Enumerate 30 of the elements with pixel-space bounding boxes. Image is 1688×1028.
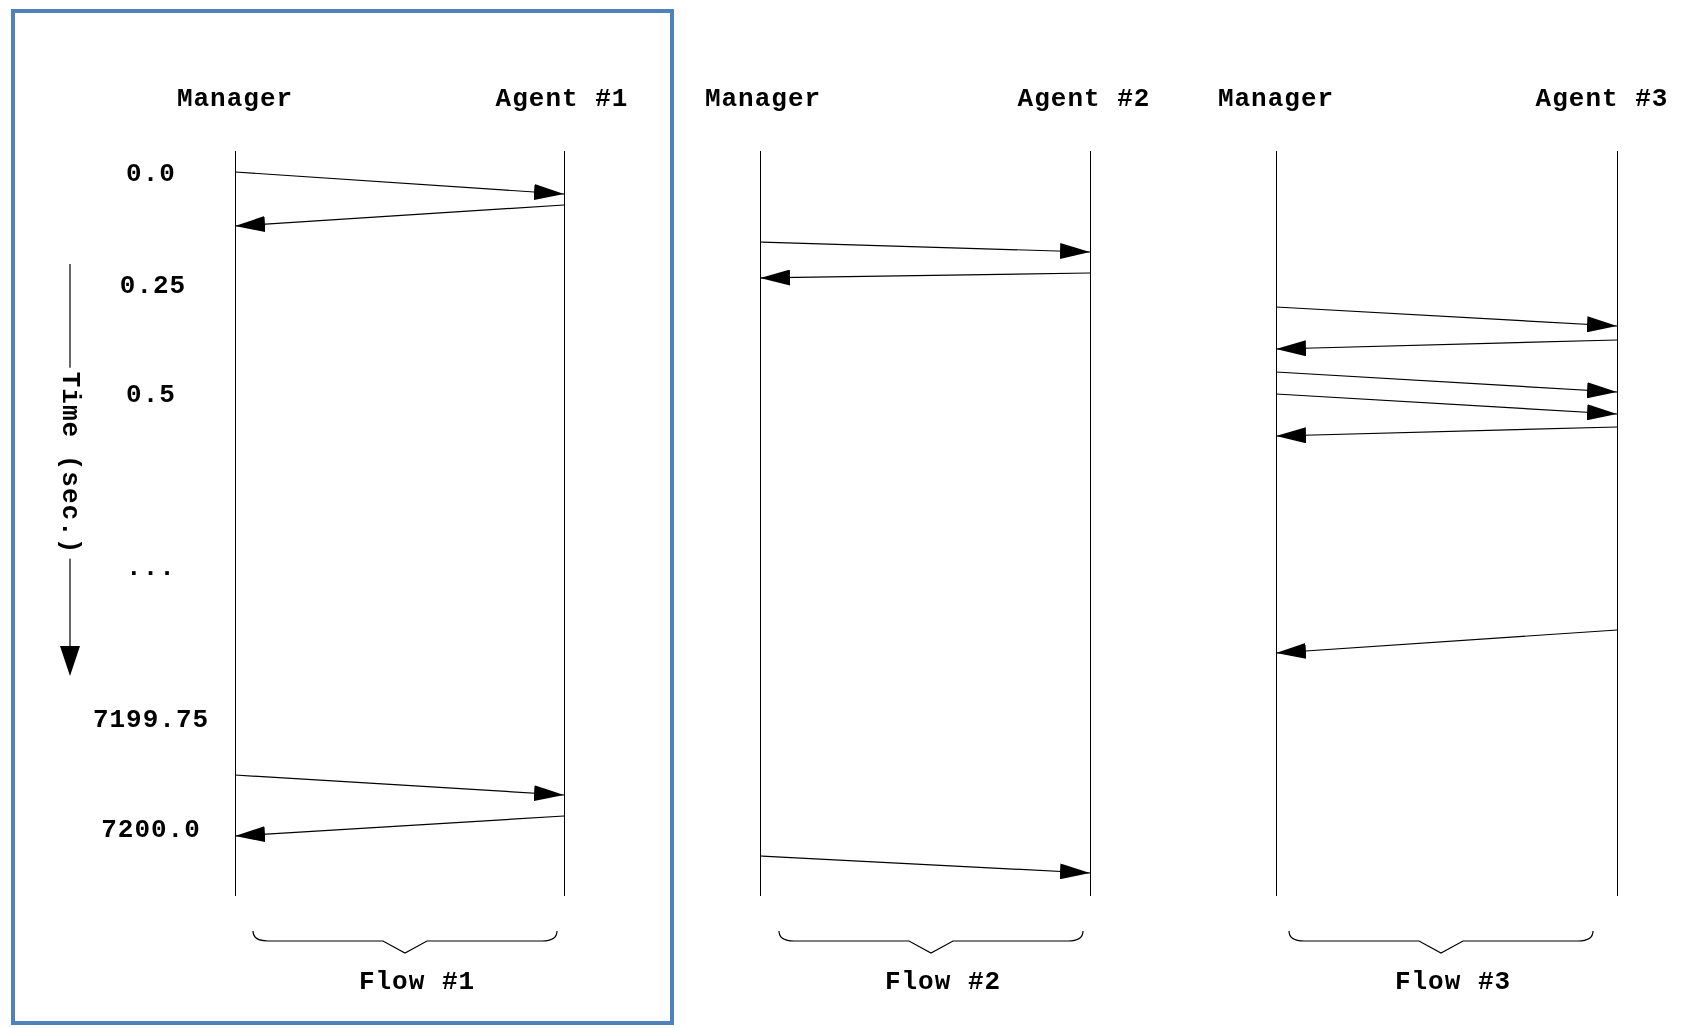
lifeline-heading: Agent #3: [1534, 84, 1670, 114]
message-arrow: [1275, 629, 1618, 659]
highlight-frame: [11, 9, 674, 1025]
message-arrow: [1275, 306, 1618, 333]
time-label: 0.25: [119, 271, 187, 301]
axis-label: Time (sec.): [55, 367, 85, 559]
message-arrow: [759, 241, 1091, 260]
time-label: 0.5: [126, 380, 176, 410]
flow-label: Flow #2: [884, 967, 1002, 997]
time-label: ...: [126, 553, 176, 583]
flow-label: Flow #1: [358, 967, 476, 997]
lifeline-heading: Manager: [175, 84, 295, 114]
time-label: 0.0: [126, 159, 176, 189]
message-arrow: [1275, 393, 1618, 421]
message-arrow: [1275, 371, 1618, 399]
lifeline-heading: Agent #1: [494, 84, 630, 114]
time-label: 7199.75: [92, 705, 210, 735]
message-arrow: [234, 171, 565, 200]
lifeline-heading: Agent #2: [1016, 84, 1152, 114]
message-arrow: [234, 204, 565, 233]
message-arrow: [234, 774, 565, 802]
lifeline-heading: Manager: [1216, 84, 1336, 114]
message-arrow: [1275, 426, 1618, 444]
message-arrow: [1275, 339, 1618, 357]
message-arrow: [759, 855, 1091, 880]
message-arrow: [759, 269, 1091, 286]
flow-label: Flow #3: [1394, 967, 1512, 997]
lifeline-heading: Manager: [703, 84, 823, 114]
message-arrow: [234, 815, 565, 843]
time-label: 7200.0: [101, 815, 201, 845]
